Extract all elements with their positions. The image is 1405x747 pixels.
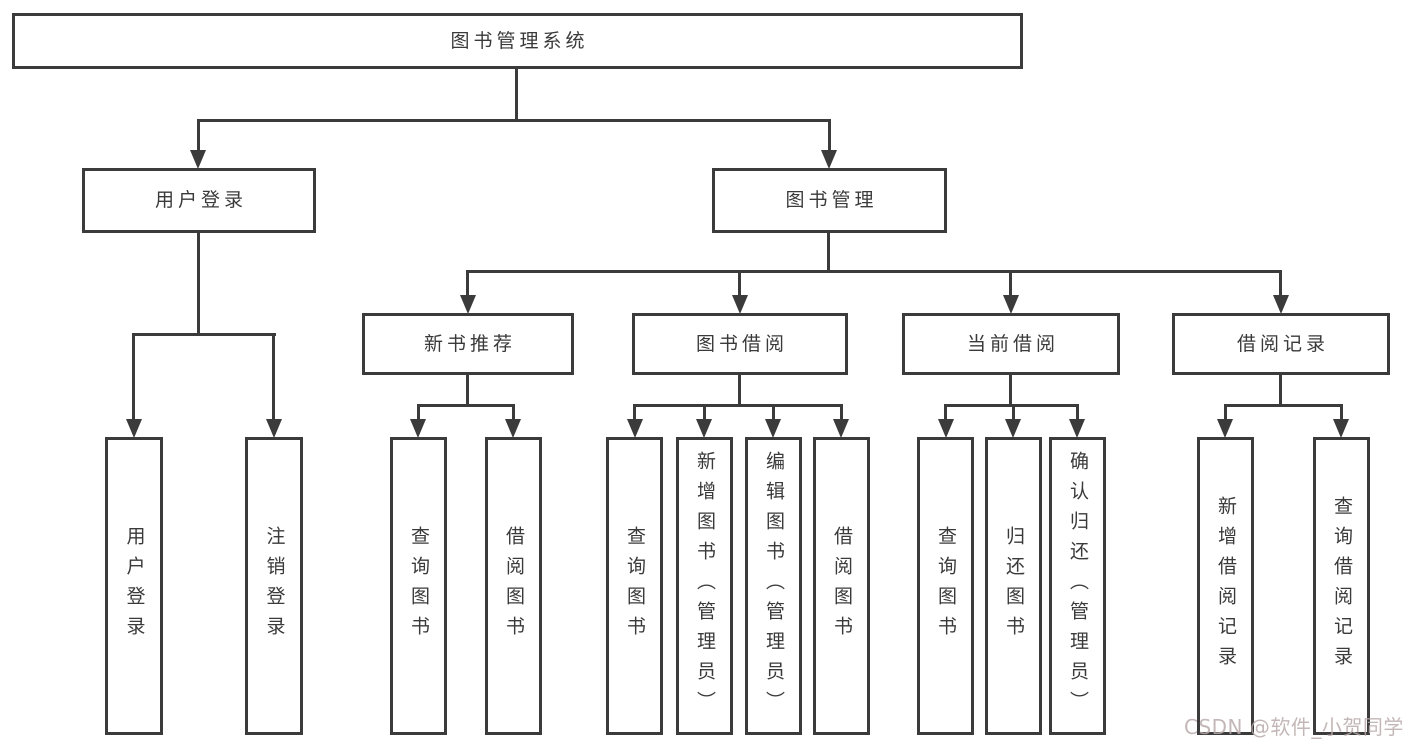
leaf-user-login: 用户登录 xyxy=(105,437,163,735)
arrowhead-current-confirm xyxy=(1069,419,1085,438)
leaf-newbook-query-books-label: 查询图书 xyxy=(408,526,430,646)
node-new-book-recommend-label: 新书推荐 xyxy=(423,332,516,355)
arrowhead-record-query xyxy=(1333,419,1349,438)
leaf-current-query-books-label: 查询图书 xyxy=(935,526,957,646)
connector-stem-current-return xyxy=(1012,404,1015,421)
connector-stem-current-confirm xyxy=(1076,404,1079,421)
leaf-borrow-add-books-admin: 新增图书（管理员） xyxy=(676,437,733,735)
connector-stem-borrow-edit xyxy=(772,404,775,421)
arrowhead-newbook-borrow xyxy=(505,419,521,438)
arrowhead-record-add xyxy=(1217,419,1233,438)
leaf-current-confirm-return-admin: 确认归还（管理员） xyxy=(1049,437,1106,735)
arrowhead-borrow-add xyxy=(696,419,712,438)
connector-stem-record-add xyxy=(1224,404,1227,421)
connector-borrowing-records-drop xyxy=(1279,373,1282,407)
arrowhead-newbook-query xyxy=(410,419,426,438)
node-library-system: 图书管理系统 xyxy=(12,13,1023,69)
connector-newbook-hline xyxy=(417,404,515,407)
leaf-newbook-borrow-books-label: 借阅图书 xyxy=(503,526,525,646)
node-borrowing-records: 借阅记录 xyxy=(1172,313,1390,375)
connector-stem-borrowing-records xyxy=(1279,270,1282,298)
arrowhead-new-book-recommend xyxy=(460,295,476,314)
connector-current-hline xyxy=(944,404,1079,407)
connector-login-hline xyxy=(132,333,276,336)
leaf-borrow-query-books-label: 查询图书 xyxy=(624,526,646,646)
node-user-login: 用户登录 xyxy=(82,168,316,233)
node-current-borrowing: 当前借阅 xyxy=(902,313,1120,375)
connector-borrow-hline xyxy=(633,404,842,407)
leaf-current-query-books: 查询图书 xyxy=(917,437,974,735)
leaf-record-add-borrow-record-label: 新增借阅记录 xyxy=(1215,496,1237,676)
arrowhead-current-borrowing xyxy=(1003,295,1019,314)
arrowhead-leaf-user-login xyxy=(126,419,142,438)
leaf-record-query-borrow-record-label: 查询借阅记录 xyxy=(1331,496,1353,676)
connector-stem-record-query xyxy=(1340,404,1343,421)
connector-record-hline xyxy=(1224,404,1343,407)
connector-stem-borrow-add xyxy=(703,404,706,421)
connector-stem-book-management xyxy=(828,119,831,152)
arrowhead-borrowing-records xyxy=(1273,295,1289,314)
connector-stem-current-query xyxy=(944,404,947,421)
connector-current-borrowing-drop xyxy=(1009,373,1012,407)
arrowhead-book-borrowing xyxy=(732,295,748,314)
leaf-borrow-edit-books-admin-label: 编辑图书（管理员） xyxy=(763,451,785,721)
connector-stem-current-borrowing xyxy=(1009,270,1012,298)
arrowhead-borrow-edit xyxy=(765,419,781,438)
connector-stem-book-borrowing xyxy=(738,270,741,298)
connector-stem-leaf-logout xyxy=(272,333,275,421)
connector-root-drop xyxy=(515,66,518,122)
connector-stem-borrow-borrow xyxy=(840,404,843,421)
node-library-system-label: 图书管理系统 xyxy=(450,29,589,52)
arrowhead-borrow-borrow xyxy=(833,419,849,438)
node-new-book-recommend: 新书推荐 xyxy=(362,313,574,375)
leaf-current-confirm-return-admin-label: 确认归还（管理员） xyxy=(1067,451,1089,721)
connector-stem-newbook-query xyxy=(417,404,420,421)
connector-user-login-drop xyxy=(197,231,200,335)
watermark-text: CSDN @软件_小贺同学 xyxy=(1184,715,1404,739)
node-book-borrowing-label: 图书借阅 xyxy=(695,332,788,355)
node-current-borrowing-label: 当前借阅 xyxy=(966,332,1059,355)
connector-book-management-drop xyxy=(827,231,830,273)
connector-stem-new-book-recommend xyxy=(466,270,469,298)
leaf-current-return-books-label: 归还图书 xyxy=(1003,526,1025,646)
node-user-login-label: 用户登录 xyxy=(154,189,247,211)
arrowhead-current-return xyxy=(1005,419,1021,438)
leaf-borrow-borrow-books-label: 借阅图书 xyxy=(831,526,853,646)
leaf-borrow-borrow-books: 借阅图书 xyxy=(813,437,870,735)
leaf-current-return-books: 归还图书 xyxy=(985,437,1042,735)
node-book-management-label: 图书管理 xyxy=(785,189,878,211)
arrowhead-leaf-logout xyxy=(266,419,282,438)
leaf-borrow-edit-books-admin: 编辑图书（管理员） xyxy=(745,437,802,735)
leaf-borrow-query-books: 查询图书 xyxy=(606,437,663,735)
arrowhead-current-query xyxy=(938,419,954,438)
leaf-logout-label: 注销登录 xyxy=(263,526,286,646)
leaf-borrow-add-books-admin-label: 新增图书（管理员） xyxy=(694,451,716,721)
connector-stem-borrow-query xyxy=(633,404,636,421)
connector-stem-newbook-borrow xyxy=(512,404,515,421)
leaf-newbook-query-books: 查询图书 xyxy=(390,437,447,735)
leaf-logout: 注销登录 xyxy=(245,437,303,735)
arrowhead-book-management xyxy=(821,150,837,169)
arrowhead-borrow-query xyxy=(627,419,643,438)
node-book-management: 图书管理 xyxy=(712,168,947,233)
leaf-newbook-borrow-books: 借阅图书 xyxy=(485,437,542,735)
connector-new-book-recommend-drop xyxy=(466,373,469,407)
leaf-record-query-borrow-record: 查询借阅记录 xyxy=(1313,437,1370,735)
node-book-borrowing: 图书借阅 xyxy=(632,313,848,375)
connector-stem-user-login xyxy=(197,119,200,152)
arrowhead-user-login xyxy=(190,150,206,169)
node-borrowing-records-label: 借阅记录 xyxy=(1236,332,1329,355)
connector-stem-leaf-user-login xyxy=(132,333,135,421)
leaf-record-add-borrow-record: 新增借阅记录 xyxy=(1197,437,1254,735)
connector-level2-hline xyxy=(197,119,831,122)
connector-book-borrowing-drop xyxy=(738,373,741,407)
connector-level3-hline xyxy=(466,270,1282,273)
leaf-user-login-label: 用户登录 xyxy=(123,526,146,646)
